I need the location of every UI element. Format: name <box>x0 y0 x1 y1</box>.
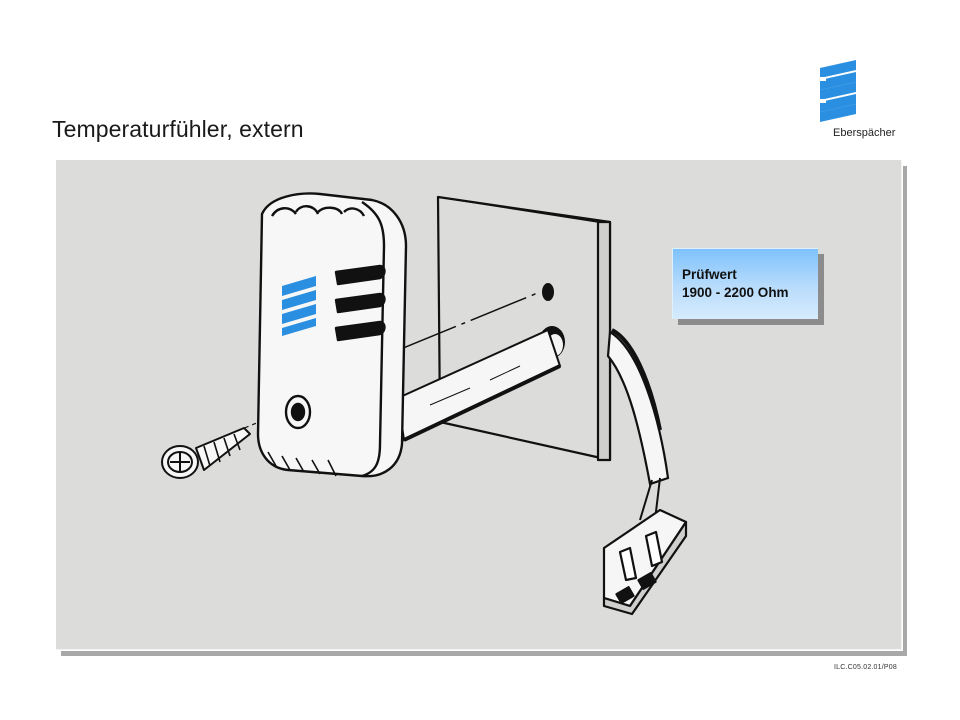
sensor-housing <box>256 192 408 478</box>
screw <box>161 427 251 479</box>
cable <box>396 328 562 442</box>
test-value-callout: Prüfwert 1900 - 2200 Ohm <box>672 248 818 319</box>
eberspaecher-logo-icon <box>812 60 912 144</box>
callout-value: 1900 - 2200 Ohm <box>682 285 789 300</box>
page-title: Temperaturfühler, extern <box>52 116 304 142</box>
wall-plate <box>436 195 612 462</box>
document-code: ILC.C05.02.01/P08 <box>834 664 897 671</box>
housing-logo-icon <box>282 276 316 336</box>
logo-wordmark: Eberspächer <box>833 127 896 139</box>
connector-plug <box>602 508 688 616</box>
screw-hole <box>542 283 554 301</box>
rear-cable <box>606 328 670 521</box>
callout-label: Prüfwert <box>682 267 737 282</box>
